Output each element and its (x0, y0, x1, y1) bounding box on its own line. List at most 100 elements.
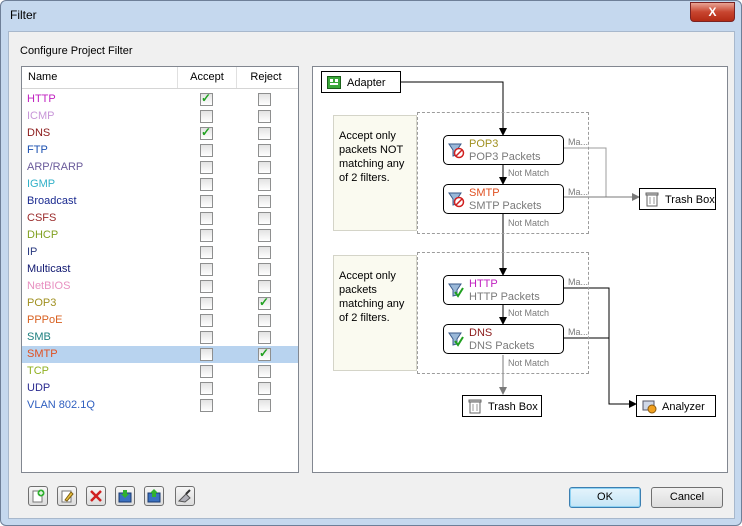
reject-checkbox[interactable] (258, 382, 271, 395)
header-reject[interactable]: Reject (250, 71, 282, 83)
accept-checkbox[interactable] (200, 229, 213, 242)
adapter-label: Adapter (347, 77, 386, 89)
reject-checkbox[interactable] (258, 399, 271, 412)
checkmark-icon: ✓ (201, 91, 212, 105)
reject-checkbox[interactable] (258, 161, 271, 174)
export-filter-button[interactable] (144, 486, 164, 506)
reject-checkbox[interactable] (258, 178, 271, 191)
reject-checkbox[interactable] (258, 229, 271, 242)
list-item[interactable]: ICMP (22, 108, 298, 125)
list-item[interactable]: Broadcast (22, 193, 298, 210)
trash-icon (468, 399, 482, 414)
accept-checkbox[interactable]: ✓ (200, 91, 213, 106)
list-item[interactable]: SMTP✓ (22, 346, 298, 363)
trash-box-node[interactable]: Trash Box (639, 188, 716, 210)
filter-accept-icon (448, 283, 464, 298)
header-name[interactable]: Name (22, 67, 178, 88)
close-button[interactable]: X (690, 2, 735, 22)
accept-checkbox[interactable] (200, 280, 213, 293)
protocol-name: Multicast (27, 263, 71, 275)
accept-checkbox[interactable] (200, 161, 213, 174)
list-item[interactable]: NetBIOS (22, 278, 298, 295)
protocol-name: DHCP (27, 229, 59, 241)
reject-checkbox[interactable] (258, 127, 271, 140)
list-item[interactable]: DHCP (22, 227, 298, 244)
reject-checkbox[interactable] (258, 263, 271, 276)
accept-checkbox[interactable] (200, 297, 213, 310)
reject-checkbox[interactable] (258, 280, 271, 293)
analyzer-node[interactable]: Analyzer (636, 395, 716, 417)
list-item[interactable]: ARP/RARP (22, 159, 298, 176)
cancel-button[interactable]: Cancel (651, 487, 723, 508)
list-item[interactable]: HTTP✓ (22, 91, 298, 108)
list-item[interactable]: TCP (22, 363, 298, 380)
filter-name: POP3 (469, 138, 499, 150)
accept-checkbox[interactable] (200, 110, 213, 123)
accept-checkbox[interactable] (200, 144, 213, 157)
list-item[interactable]: DNS✓ (22, 125, 298, 142)
close-icon: X (708, 5, 717, 19)
adapter-node[interactable]: Adapter (321, 71, 401, 93)
list-item[interactable]: PPPoE (22, 312, 298, 329)
accept-checkbox[interactable] (200, 246, 213, 259)
group1-description: Accept only packets NOT matching any of … (333, 115, 417, 231)
reject-checkbox[interactable] (258, 110, 271, 123)
analyzer-label: Analyzer (662, 401, 705, 413)
filter-description: POP3 Packets (469, 151, 541, 163)
list-item[interactable]: Multicast (22, 261, 298, 278)
add-filter-button[interactable] (28, 486, 48, 506)
reject-checkbox[interactable] (258, 365, 271, 378)
reject-checkbox[interactable] (258, 212, 271, 225)
filter-name: SMTP (469, 187, 500, 199)
list-item[interactable]: IGMP (22, 176, 298, 193)
list-item[interactable]: UDP (22, 380, 298, 397)
protocol-name: IGMP (27, 178, 56, 190)
trash-box-label: Trash Box (665, 194, 715, 206)
delete-filter-button[interactable] (86, 486, 106, 506)
trash-box-node[interactable]: Trash Box (462, 395, 542, 417)
accept-checkbox[interactable] (200, 178, 213, 191)
reject-checkbox[interactable] (258, 144, 271, 157)
protocol-name: CSFS (27, 212, 57, 224)
edit-filter-button[interactable] (57, 486, 77, 506)
list-item[interactable]: IP (22, 244, 298, 261)
accept-checkbox[interactable] (200, 348, 213, 361)
analyzer-icon (642, 400, 657, 414)
accept-checkbox[interactable] (200, 331, 213, 344)
match-label: Ma... (568, 187, 589, 197)
reject-checkbox[interactable] (258, 195, 271, 208)
reject-checkbox[interactable] (258, 331, 271, 344)
list-item[interactable]: SMB (22, 329, 298, 346)
accept-checkbox[interactable] (200, 382, 213, 395)
accept-checkbox[interactable] (200, 399, 213, 412)
accept-checkbox[interactable] (200, 314, 213, 327)
dialog-client: Configure Project Filter Name Accept Rej… (8, 31, 735, 519)
clear-button[interactable] (175, 486, 195, 506)
accept-checkbox[interactable] (200, 212, 213, 225)
filter-node-pop3[interactable]: POP3 POP3 Packets (443, 135, 564, 165)
accept-checkbox[interactable] (200, 365, 213, 378)
list-header: Name Accept Reject (22, 67, 298, 89)
protocol-name: FTP (27, 144, 48, 156)
filter-node-http[interactable]: HTTP HTTP Packets (443, 275, 564, 305)
reject-checkbox[interactable] (258, 93, 271, 106)
reject-checkbox[interactable]: ✓ (258, 295, 271, 310)
export-filter-icon (147, 489, 161, 503)
filter-node-dns[interactable]: DNS DNS Packets (443, 324, 564, 354)
reject-checkbox[interactable] (258, 314, 271, 327)
list-item[interactable]: CSFS (22, 210, 298, 227)
reject-checkbox[interactable]: ✓ (258, 346, 271, 361)
ok-button[interactable]: OK (569, 487, 641, 508)
header-accept[interactable]: Accept (178, 67, 237, 88)
reject-checkbox[interactable] (258, 246, 271, 259)
list-item[interactable]: FTP (22, 142, 298, 159)
accept-checkbox[interactable] (200, 263, 213, 276)
list-item[interactable]: VLAN 802.1Q (22, 397, 298, 414)
filter-node-smtp[interactable]: SMTP SMTP Packets (443, 184, 564, 214)
accept-checkbox[interactable] (200, 195, 213, 208)
list-item[interactable]: POP3✓ (22, 295, 298, 312)
not-match-label: Not Match (508, 218, 550, 228)
import-filter-button[interactable] (115, 486, 135, 506)
accept-checkbox[interactable]: ✓ (200, 125, 213, 140)
